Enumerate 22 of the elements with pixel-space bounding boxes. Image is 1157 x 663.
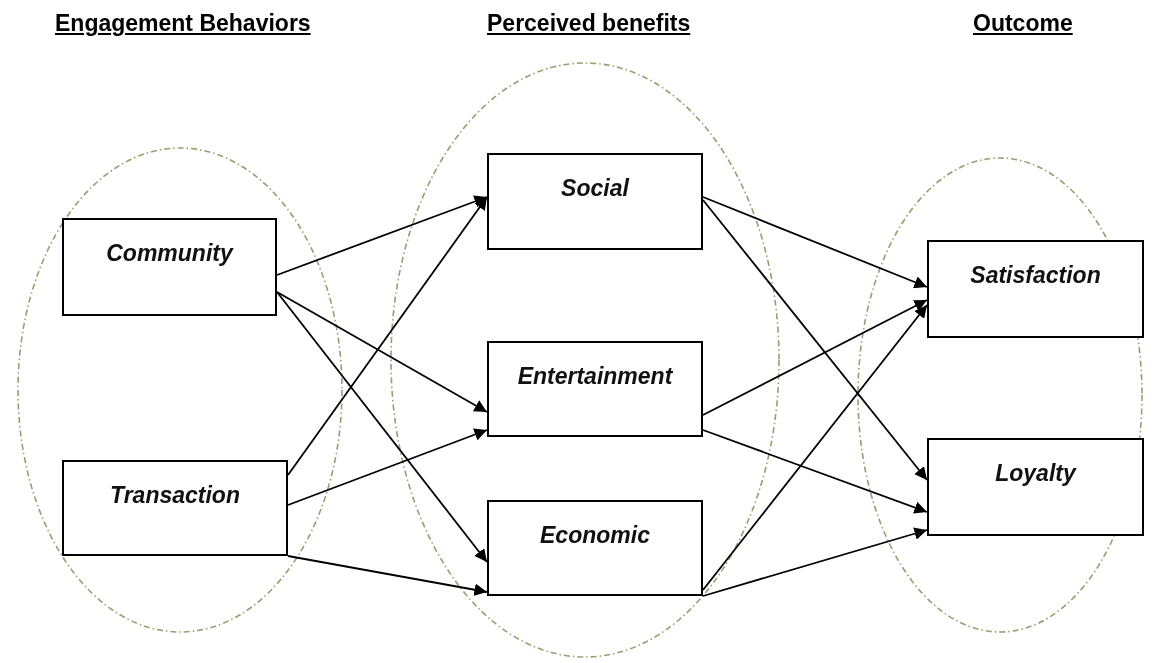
column-heading: Perceived benefits: [487, 10, 691, 37]
arrow: [702, 299, 928, 416]
construct-box: Satisfaction: [927, 240, 1144, 338]
arrow: [276, 291, 488, 413]
arrow: [287, 555, 488, 596]
construct-box: Economic: [487, 500, 703, 596]
construct-box: Social: [487, 153, 703, 250]
arrow: [702, 429, 928, 514]
arrow: [276, 195, 488, 276]
construct-box: Transaction: [62, 460, 288, 556]
column-heading: Engagement Behaviors: [55, 10, 311, 37]
construct-box: Loyalty: [927, 438, 1144, 536]
construct-box: Community: [62, 218, 277, 316]
column-heading: Outcome: [973, 10, 1073, 37]
arrow: [702, 527, 928, 597]
arrow: [276, 291, 488, 563]
arrow: [702, 304, 928, 591]
arrow: [287, 428, 488, 506]
arrow: [702, 196, 928, 289]
arrow: [287, 196, 488, 476]
construct-box: Entertainment: [487, 341, 703, 437]
arrow: [702, 199, 928, 481]
